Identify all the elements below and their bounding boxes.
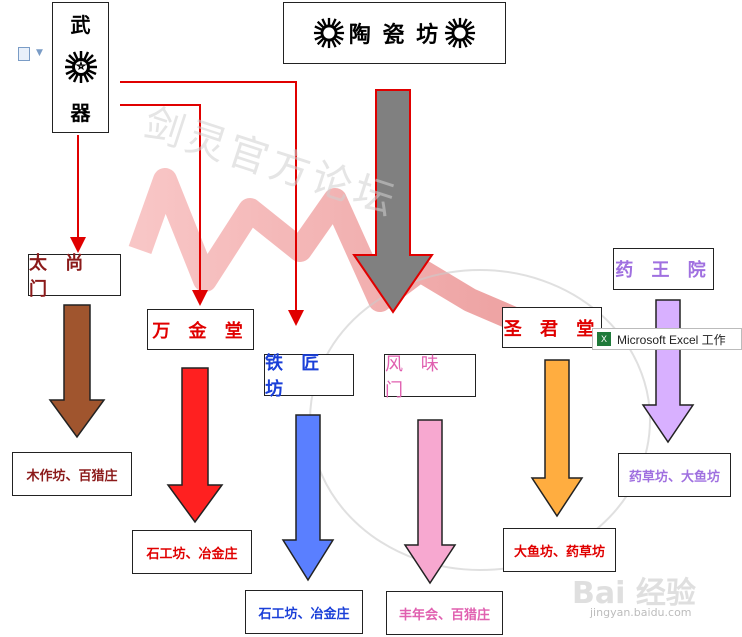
output-label: 大鱼坊、药草坊 bbox=[513, 544, 605, 560]
connector-wanjin bbox=[120, 104, 208, 306]
arrow-fengwei bbox=[403, 419, 457, 585]
faction-label: 风 味 门 bbox=[385, 353, 445, 401]
output-tiejiang: 石工坊、冶金庄 bbox=[245, 590, 363, 634]
arrow-yaowang bbox=[641, 299, 695, 444]
faction-wanjin: 万 金 堂 bbox=[147, 309, 254, 350]
faction-fengwei: 风 味 门 bbox=[384, 354, 476, 401]
output-shengjun: 大鱼坊、药草坊 bbox=[503, 528, 616, 572]
ceramics-box: 陶 瓷 坊 bbox=[283, 2, 506, 64]
faction-label: 太 尚 门 bbox=[29, 253, 90, 300]
output-wanjin: 石工坊、冶金庄 bbox=[132, 530, 252, 574]
output-label: 丰年会、百猎庄 bbox=[398, 607, 490, 623]
sun-emblem-icon bbox=[64, 51, 97, 84]
weapon-label-top: 武 bbox=[70, 13, 91, 38]
faction-label: 万 金 堂 bbox=[152, 320, 249, 342]
faction-label: 铁 匠 坊 bbox=[265, 353, 326, 400]
document-icon[interactable] bbox=[18, 47, 30, 61]
watermark-zigzag bbox=[128, 168, 545, 342]
watermark-brand: Bai 经验 bbox=[572, 576, 696, 611]
watermark-url: jingyan.baidu.com bbox=[590, 606, 692, 619]
arrow-wanjin bbox=[166, 367, 224, 524]
faction-yaowang: 药 王 院 bbox=[613, 248, 714, 290]
faction-taishang: 太 尚 门 bbox=[28, 253, 121, 300]
ceramics-label: 陶 瓷 坊 bbox=[348, 23, 441, 48]
sun-emblem-icon bbox=[313, 17, 344, 49]
weapon-label-bottom: 器 bbox=[70, 100, 91, 125]
output-label: 木作坊、百猎庄 bbox=[26, 468, 118, 484]
sun-emblem-icon bbox=[445, 17, 476, 49]
excel-tooltip-label: Microsoft Excel 工作 bbox=[617, 332, 726, 347]
excel-icon: X bbox=[597, 332, 611, 346]
ceramics-arrow bbox=[352, 89, 434, 314]
faction-tiejiang: 铁 匠 坊 bbox=[264, 353, 354, 400]
connector-tiejiang bbox=[120, 81, 304, 326]
excel-object-tooltip[interactable]: X Microsoft Excel 工作 bbox=[592, 328, 742, 350]
arrow-tiejiang bbox=[281, 414, 335, 582]
output-yaowang: 药草坊、大鱼坊 bbox=[618, 453, 731, 497]
faction-label: 圣 君 堂 bbox=[503, 318, 601, 340]
weapon-box: 武 器 bbox=[52, 2, 109, 133]
output-label: 药草坊、大鱼坊 bbox=[628, 469, 720, 485]
output-label: 石工坊、冶金庄 bbox=[146, 546, 238, 562]
arrow-shengjun bbox=[530, 359, 584, 518]
faction-label: 药 王 院 bbox=[615, 260, 712, 281]
output-fengwei: 丰年会、百猎庄 bbox=[386, 591, 503, 635]
arrow-taishang bbox=[48, 304, 106, 439]
output-label: 石工坊、冶金庄 bbox=[258, 606, 350, 622]
faction-shengjun: 圣 君 堂 bbox=[502, 307, 602, 348]
output-taishang: 木作坊、百猎庄 bbox=[12, 452, 132, 496]
chevron-down-icon[interactable]: ▼ bbox=[36, 48, 43, 58]
